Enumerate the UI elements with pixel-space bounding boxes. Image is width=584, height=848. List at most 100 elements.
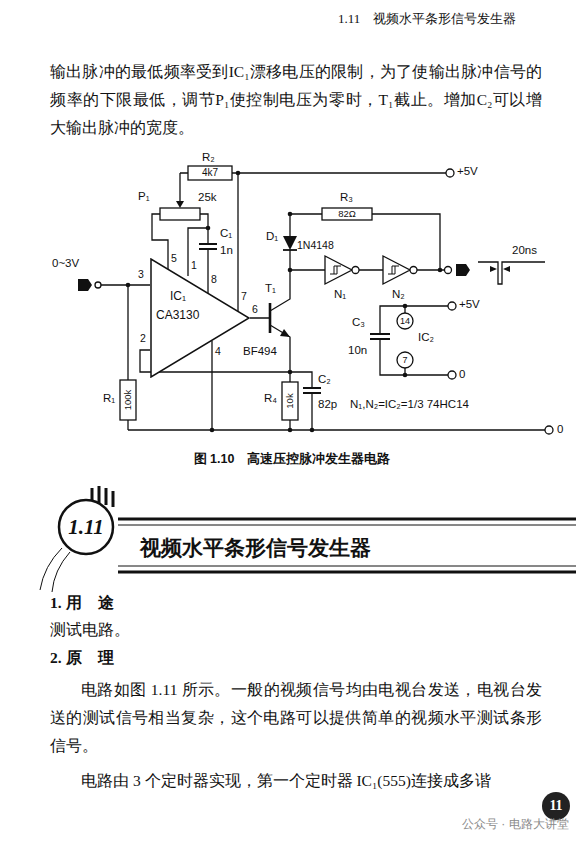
output-connector [456, 264, 470, 276]
output-terminal [445, 267, 452, 274]
schmitt-symbol [330, 266, 399, 274]
component-label: IC₂ [418, 331, 434, 344]
junction-dot [126, 283, 131, 288]
page-number: 11 [542, 792, 570, 820]
ground-terminal [545, 426, 553, 434]
pin-number: 14 [400, 317, 410, 326]
component-label: C₁ [220, 227, 232, 240]
value-label: 4k7 [202, 168, 218, 178]
inverter-symbol [383, 256, 410, 284]
part-number: 1N4148 [297, 239, 334, 251]
part-number: BF494 [243, 345, 277, 358]
watermark: 公众号 · 电路大讲堂 [462, 818, 569, 832]
ground-label: 0 [557, 423, 563, 436]
resistor-symbol [188, 166, 232, 180]
value-label: 82p [318, 398, 337, 411]
section-stripes [92, 486, 576, 572]
junction-dot [236, 171, 241, 176]
input-terminal [95, 282, 101, 288]
inverter-bubble [410, 267, 417, 274]
junction-dot [403, 304, 408, 309]
figure-caption: 图 1.10 高速压控脉冲发生器电路 [194, 452, 391, 466]
pin-number: 6 [252, 303, 258, 315]
body-text: 测试电路。 [50, 621, 130, 639]
junction-dot [288, 212, 293, 217]
junction-dot [210, 428, 215, 433]
ground-terminal [448, 371, 456, 379]
ic-pin-circle [397, 352, 413, 368]
pin-number: 7 [241, 290, 247, 302]
badge-circle [59, 500, 113, 554]
pin-number: 3 [138, 268, 144, 280]
opamp-symbol: IC₁ CA3130 [150, 258, 250, 378]
section-title: 视频水平条形信号发生器 [140, 536, 371, 560]
supply-terminal [448, 302, 456, 310]
value-label: 100k [123, 390, 133, 411]
wiper-arrow [176, 201, 184, 208]
supply-terminal [446, 169, 454, 177]
resistor-symbol [282, 382, 298, 420]
body-paragraph: 电路由 3 个定时器实现，第一个定时器 IC₁(555)连接成多谐 [50, 772, 491, 790]
transistor-base [269, 303, 272, 333]
junction-dot [403, 373, 408, 378]
junction-dot [206, 226, 211, 231]
component-label: R₁ [103, 392, 115, 405]
resistor-symbol [120, 380, 136, 420]
value-label: 1n [220, 244, 233, 257]
resistor-symbol [322, 208, 372, 220]
component-label: N₂ [392, 288, 405, 301]
ic-pin-circle [397, 313, 413, 329]
opamp-label: CA3130 [156, 309, 199, 323]
component-label: R₂ [202, 151, 215, 164]
section-number: 1.11 [68, 515, 104, 539]
emitter-arrow [280, 329, 290, 337]
wire [128, 429, 545, 430]
section-badge: 1.11 [57, 498, 115, 556]
input-connector [78, 279, 92, 291]
subsection-heading: 2. 原 理 [50, 649, 114, 667]
timing-label: 20ns [512, 244, 537, 257]
inverter-bubble [352, 267, 359, 274]
component-label: R₄ [264, 392, 277, 405]
wire [380, 306, 448, 375]
page-header: 1.11 视频水平条形信号发生器 [338, 12, 516, 27]
component-label: C₂ [318, 373, 331, 386]
pulse-waveform [478, 262, 545, 284]
component-label: C₃ [352, 316, 365, 329]
signal-label: 0~3V [52, 257, 79, 270]
component-label: R₃ [340, 191, 353, 204]
component-label: P₁ [138, 190, 150, 203]
diode-symbol [283, 236, 297, 250]
pin-number: 8 [211, 273, 217, 285]
pin-number: 4 [215, 345, 221, 357]
capacitor-symbol [199, 244, 217, 249]
ground-label: 0 [459, 368, 465, 381]
inverter-symbol [325, 256, 352, 284]
pulse-arrow [503, 266, 510, 272]
value-label: 10k [285, 393, 295, 408]
supply-label: +5V [459, 298, 480, 311]
junction-dot [288, 268, 293, 273]
pin-number: 2 [140, 332, 146, 344]
junction-dot [438, 268, 443, 273]
value-label: 25k [198, 191, 217, 204]
value-label: 10n [348, 344, 367, 357]
component-label: D₁ [266, 230, 278, 243]
component-label: N₁ [334, 288, 346, 301]
opamp-label: IC₁ [170, 290, 186, 304]
pin-number: 1 [191, 259, 197, 271]
pin-number: 7 [402, 356, 407, 365]
pulse-arrow [490, 266, 497, 272]
body-paragraph: 电路如图 1.11 所示。一般的视频信号均由电视台发送，电视台发送的测试信号相当… [50, 676, 542, 760]
pin-number: 5 [171, 252, 177, 264]
value-label: 82Ω [338, 209, 356, 219]
wire [359, 214, 444, 270]
potentiometer-symbol [160, 208, 200, 220]
junction-dot [288, 370, 293, 375]
subsection-heading: 1. 用 途 [50, 594, 114, 612]
section-stripes [40, 525, 576, 592]
capacitor-symbol [303, 388, 321, 393]
component-label: T₁ [265, 282, 276, 295]
supply-label: +5V [457, 165, 478, 178]
